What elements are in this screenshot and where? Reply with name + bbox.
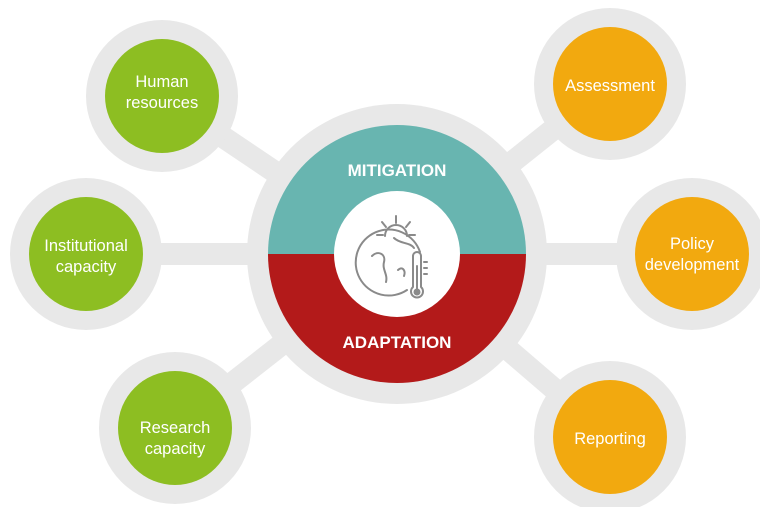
node-label-line2: capacity bbox=[56, 258, 117, 276]
mitigation-label: MITIGATION bbox=[348, 161, 447, 180]
node-circle bbox=[105, 39, 219, 153]
node-label-line2: capacity bbox=[145, 440, 206, 458]
node-circle bbox=[635, 197, 749, 311]
node-policy-development: Policy development bbox=[616, 178, 760, 330]
node-label-line1: Reporting bbox=[574, 430, 646, 448]
node-assessment: Assessment bbox=[534, 8, 686, 160]
globe-thermometer-sun-icon bbox=[354, 215, 428, 299]
adaptation-label: ADAPTATION bbox=[343, 333, 452, 352]
center-hub: MITIGATION ADAPTATION bbox=[247, 104, 547, 404]
node-label-line1: Assessment bbox=[565, 77, 655, 95]
node-research-capacity: Research capacity bbox=[99, 352, 251, 504]
node-label-line2: development bbox=[645, 256, 740, 274]
node-circle bbox=[553, 380, 667, 494]
node-circle bbox=[29, 197, 143, 311]
node-label-line1: Research bbox=[140, 419, 211, 437]
node-institutional-capacity: Institutional capacity bbox=[10, 178, 162, 330]
node-human-resources: Human resources bbox=[86, 20, 238, 172]
node-label-line1: Institutional bbox=[44, 237, 127, 255]
icon-disc bbox=[334, 191, 460, 317]
node-circle bbox=[118, 371, 232, 485]
node-label-line1: Policy bbox=[670, 235, 715, 253]
node-circle bbox=[553, 27, 667, 141]
node-label-line2: resources bbox=[126, 94, 198, 112]
node-reporting: Reporting bbox=[534, 361, 686, 507]
node-label-line1: Human bbox=[135, 73, 188, 91]
